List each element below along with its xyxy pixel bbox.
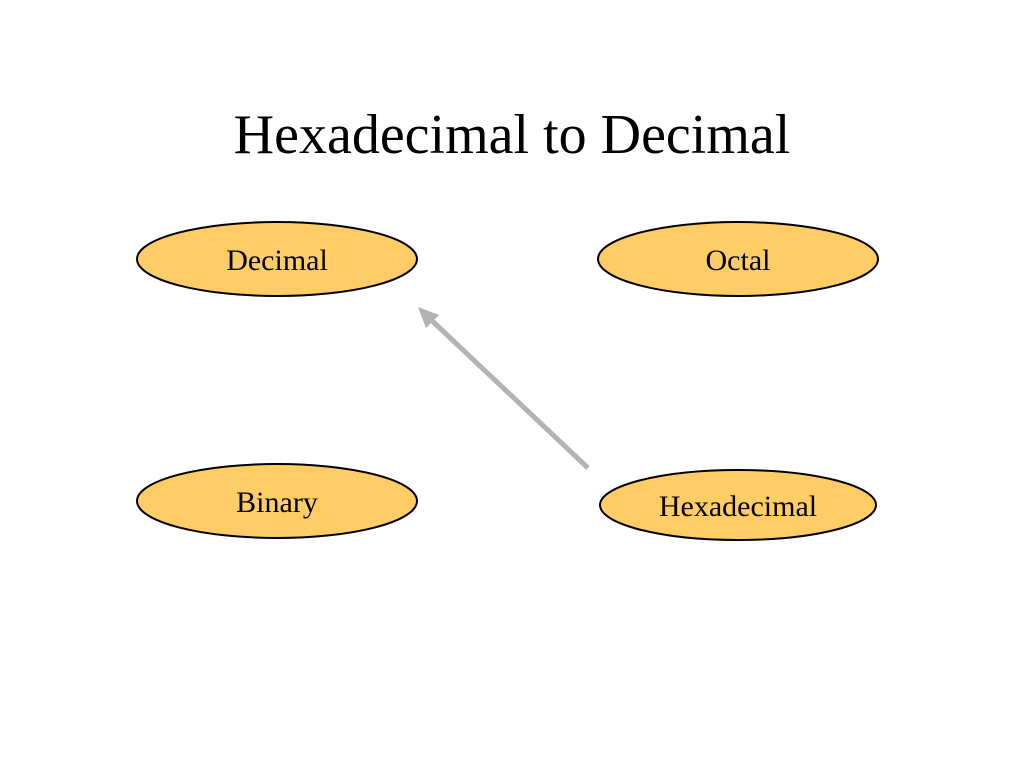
node-hexadecimal-shape: [599, 469, 877, 541]
node-hexadecimal[interactable]: Hexadecimal: [599, 469, 877, 541]
node-binary-shape: [136, 463, 418, 539]
node-binary[interactable]: Binary: [136, 463, 418, 539]
conversion-arrow: [425, 314, 590, 470]
arrowhead-icon: [418, 307, 439, 328]
node-hexadecimal-label: Hexadecimal: [659, 490, 817, 523]
node-octal[interactable]: Octal: [597, 221, 879, 297]
node-decimal-shape: [136, 221, 418, 297]
node-binary-label: Binary: [236, 486, 318, 519]
node-decimal[interactable]: Decimal: [136, 221, 418, 297]
node-decimal-label: Decimal: [226, 244, 328, 277]
node-octal-shape: [597, 221, 879, 297]
slide-title: Hexadecimal to Decimal: [233, 104, 791, 166]
node-octal-label: Octal: [706, 244, 771, 277]
